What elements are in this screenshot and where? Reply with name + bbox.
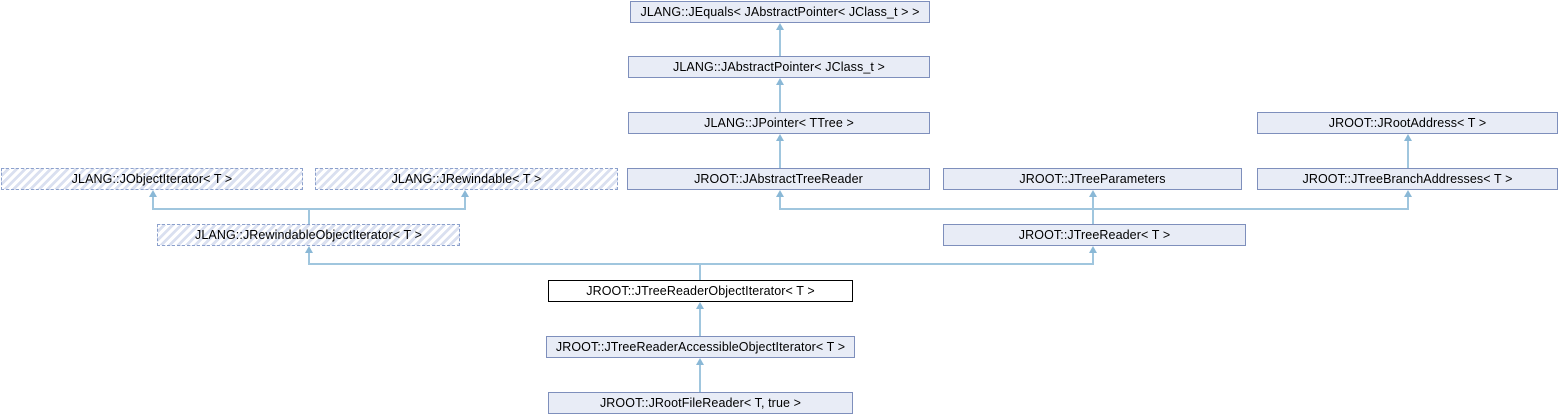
inheritance-edge-segment [1092, 253, 1094, 264]
class-node-jtree-reader[interactable]: JROOT::JTreeReader< T > [943, 224, 1246, 246]
class-node-label: JROOT::JTreeReaderObjectIterator< T > [586, 284, 815, 298]
class-node-jabstract-pointer[interactable]: JLANG::JAbstractPointer< JClass_t > [628, 56, 930, 78]
class-node-label: JROOT::JTreeParameters [1019, 172, 1166, 186]
inheritance-arrowhead-icon [460, 190, 469, 197]
class-node-label: JROOT::JRootFileReader< T, true > [599, 396, 802, 410]
inheritance-arrowhead-icon [1088, 246, 1097, 253]
inheritance-arrowhead-icon [304, 246, 313, 253]
inheritance-edge-segment [308, 263, 1094, 265]
class-node-label: JLANG::JAbstractPointer< JClass_t > [673, 60, 885, 74]
class-node-label: JLANG::JPointer< TTree > [704, 116, 854, 130]
inheritance-edge-segment [1092, 197, 1094, 224]
inheritance-edge-segment [779, 197, 781, 210]
class-node-jroot-file-reader[interactable]: JROOT::JRootFileReader< T, true > [548, 392, 853, 414]
inheritance-edge-segment [779, 141, 781, 168]
inheritance-edge-segment [779, 85, 781, 112]
class-node-jequals[interactable]: JLANG::JEquals< JAbstractPointer< JClass… [630, 1, 930, 23]
inheritance-edge-segment [308, 253, 310, 264]
inheritance-arrowhead-icon [1403, 134, 1412, 141]
inheritance-edge-segment [152, 197, 154, 210]
inheritance-edge-segment [464, 197, 466, 210]
class-node-jobject-iterator: JLANG::JObjectIterator< T > [1, 168, 303, 190]
class-node-jroot-address[interactable]: JROOT::JRootAddress< T > [1257, 112, 1558, 134]
class-node-label: JLANG::JRewindableObjectIterator< T > [195, 228, 422, 242]
class-node-jrewindable: JLANG::JRewindable< T > [315, 168, 618, 190]
inheritance-edge-segment [699, 263, 701, 280]
inheritance-arrowhead-icon [695, 358, 704, 365]
class-node-label: JROOT::JTreeReader< T > [1018, 228, 1171, 242]
inheritance-arrowhead-icon [148, 190, 157, 197]
inheritance-edge-segment [779, 30, 781, 56]
inheritance-edge-segment [308, 208, 310, 224]
inheritance-arrowhead-icon [695, 302, 704, 309]
class-node-jpointer[interactable]: JLANG::JPointer< TTree > [628, 112, 930, 134]
class-node-label: JROOT::JTreeReaderAccessibleObjectIterat… [555, 340, 846, 354]
class-node-jtree-reader-accessible-object-iterator[interactable]: JROOT::JTreeReaderAccessibleObjectIterat… [546, 336, 855, 358]
inheritance-arrowhead-icon [1088, 190, 1097, 197]
class-node-label: JLANG::JObjectIterator< T > [71, 172, 233, 186]
inheritance-edge-segment [699, 365, 701, 392]
inheritance-arrowhead-icon [775, 190, 784, 197]
inheritance-arrowhead-icon [1403, 190, 1412, 197]
inheritance-arrowhead-icon [775, 23, 784, 30]
class-node-label: JROOT::JAbstractTreeReader [694, 172, 863, 186]
inheritance-arrowhead-icon [775, 78, 784, 85]
class-node-label: JLANG::JEquals< JAbstractPointer< JClass… [640, 5, 920, 19]
inheritance-arrowhead-icon [775, 134, 784, 141]
class-node-label: JROOT::JTreeBranchAddresses< T > [1302, 172, 1513, 186]
class-node-jrewindable-object-iterator: JLANG::JRewindableObjectIterator< T > [157, 224, 460, 246]
class-node-label: JROOT::JRootAddress< T > [1328, 116, 1487, 130]
class-node-label: JLANG::JRewindable< T > [391, 172, 542, 186]
inheritance-edge-segment [1407, 141, 1409, 168]
inheritance-edge-segment [699, 309, 701, 336]
class-node-jabstract-tree-reader[interactable]: JROOT::JAbstractTreeReader [627, 168, 930, 190]
inheritance-edge-segment [1407, 197, 1409, 210]
class-node-jtree-parameters[interactable]: JROOT::JTreeParameters [943, 168, 1242, 190]
class-node-jtree-reader-object-iterator: JROOT::JTreeReaderObjectIterator< T > [548, 280, 853, 302]
class-node-jtree-branch-addresses[interactable]: JROOT::JTreeBranchAddresses< T > [1257, 168, 1558, 190]
inheritance-edge-segment [779, 208, 1409, 210]
